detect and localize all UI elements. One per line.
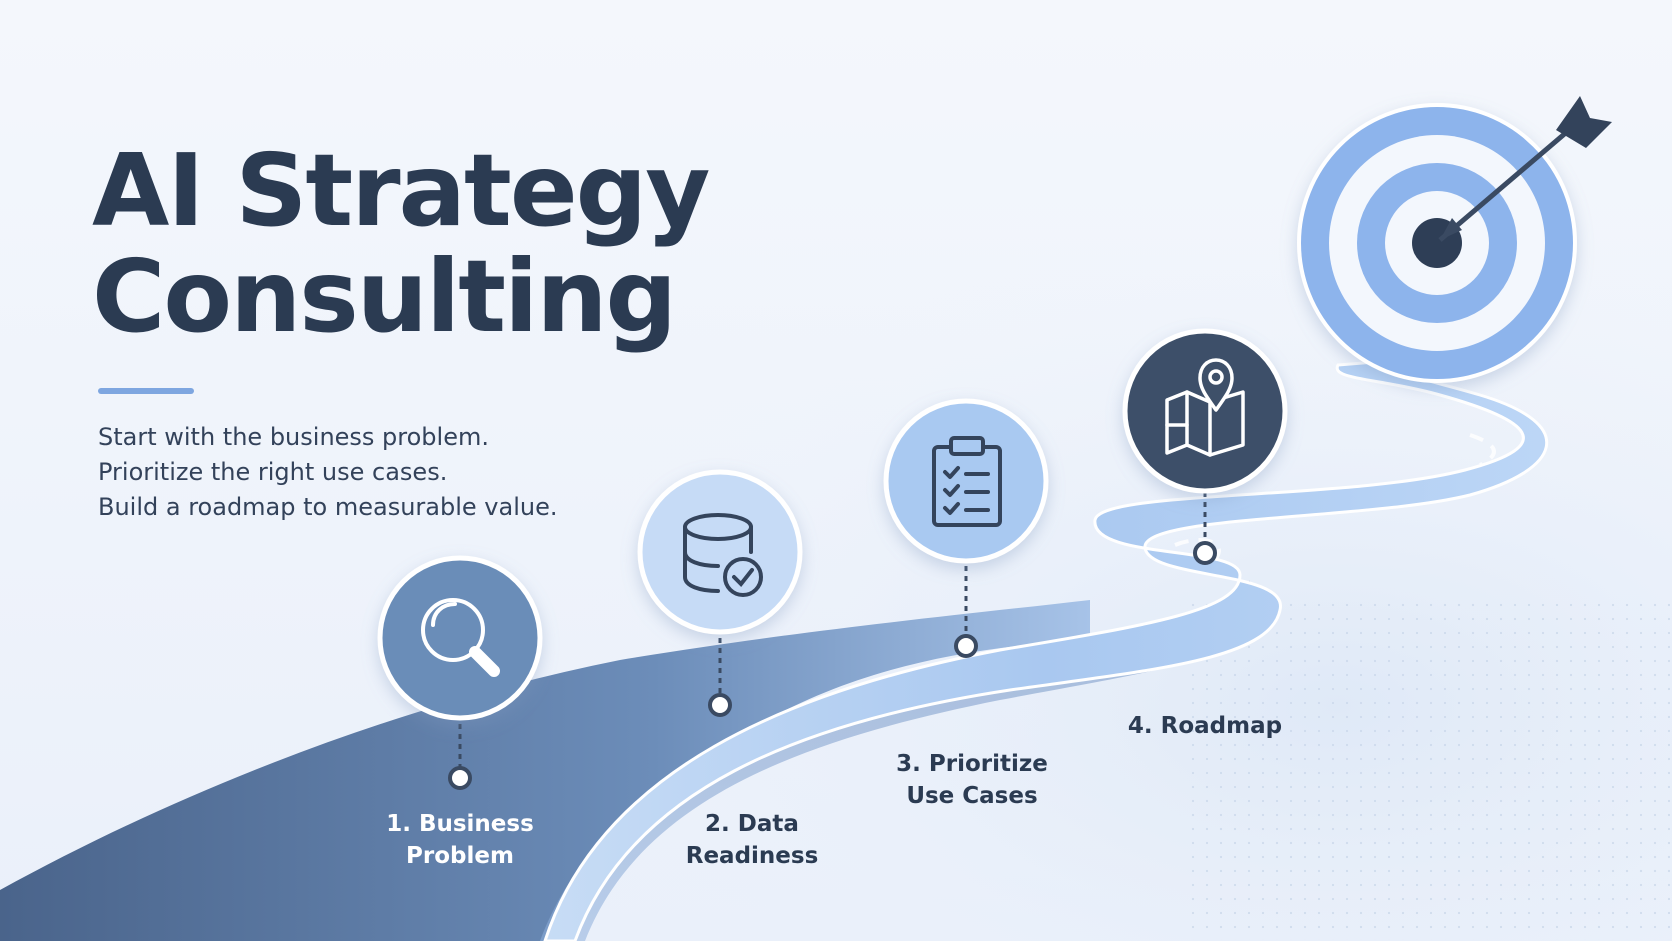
accent-divider <box>98 388 194 394</box>
tagline-line: Prioritize the right use cases. <box>98 458 448 486</box>
step-4-label-line: 4. Roadmap <box>1127 713 1283 739</box>
step-3-label: 3. Prioritize Use Cases <box>882 748 1062 812</box>
step-1-label-line: Problem <box>406 843 514 869</box>
road-dash <box>1174 538 1221 562</box>
step-3-label-line: 3. Prioritize <box>896 751 1048 777</box>
step-2-label-line: 2. Data <box>705 811 799 837</box>
title-line-1: AI Strategy <box>92 132 710 249</box>
step-1-label: 1. Business Problem <box>380 808 540 872</box>
step-2-label-line: Readiness <box>685 843 819 869</box>
step-4-label: 4. Roadmap <box>1120 710 1290 742</box>
target-arrow-icon <box>1297 96 1612 383</box>
tagline-line: Start with the business problem. <box>98 423 489 451</box>
step-2-marker <box>637 469 803 717</box>
road-lower <box>0 600 1090 941</box>
step-3-marker <box>883 398 1049 658</box>
step-2-label: 2. Data Readiness <box>672 808 832 872</box>
magnifier-icon <box>421 598 500 677</box>
map-pin-icon <box>1165 358 1245 457</box>
tagline-line: Build a roadmap to measurable value. <box>98 493 558 521</box>
road-dash <box>1469 433 1496 467</box>
page-title: AI Strategy Consulting <box>92 132 710 355</box>
title-line-2: Consulting <box>92 238 677 355</box>
database-check-icon <box>683 513 763 597</box>
dot-pattern <box>1180 600 1670 940</box>
tagline: Start with the business problem. Priorit… <box>98 420 557 525</box>
step-3-label-line: Use Cases <box>906 783 1038 809</box>
step-1-marker <box>377 555 543 790</box>
clipboard-checklist-icon <box>932 436 1002 527</box>
step-4-marker <box>1122 328 1288 565</box>
step-1-label-line: 1. Business <box>386 811 534 837</box>
